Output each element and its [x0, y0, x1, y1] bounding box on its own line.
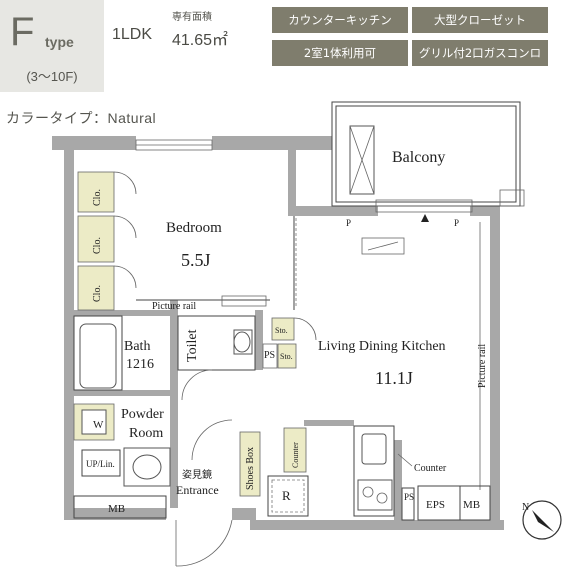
living-label: Living Dining Kitchen — [318, 339, 446, 354]
counter-label: Counter — [414, 463, 447, 474]
picture-rail-label: Picture rail — [152, 301, 196, 312]
layout-type: 1LDK — [112, 26, 153, 43]
toilet-label: Toilet — [185, 329, 200, 362]
closet-label-2: Clo. — [92, 237, 103, 254]
walls — [52, 136, 504, 530]
feature-badge-two-rooms: 2室1体利用可 — [272, 40, 408, 66]
ps-label-toilet: PS — [264, 350, 275, 361]
north-label: N — [522, 502, 529, 513]
closets — [77, 171, 137, 311]
uplin-label: UP/Lin. — [86, 459, 115, 469]
eps-label: EPS — [426, 499, 445, 511]
bedroom-size: 5.5J — [181, 250, 211, 270]
living-size: 11.1J — [375, 368, 413, 388]
washer-label: W — [93, 419, 104, 431]
area-label: 専有面積 — [172, 12, 212, 23]
counter-small-label: Counter — [291, 442, 300, 468]
kitchen — [353, 425, 415, 521]
feature-badge-large-closet: 大型クローゼット — [412, 7, 548, 33]
mb-label-right: MB — [463, 499, 480, 511]
feature-badge-counter-kitchen: カウンターキッチン — [272, 7, 408, 33]
bath — [73, 315, 123, 391]
floor-area: 41.65㎡ — [172, 32, 229, 49]
unit-type-word: type — [45, 34, 74, 50]
unit-type-box: F type (3〜10F) — [0, 0, 104, 92]
mirror-label: 姿見鏡 — [182, 468, 212, 481]
r-label: R — [282, 488, 291, 503]
closet-label-3: Clo. — [92, 285, 103, 302]
unit-type-letter: F — [10, 10, 35, 54]
storage-label-1: Sto. — [275, 326, 288, 335]
entrance-label: Entrance — [176, 483, 219, 497]
floor-range: (3〜10F) — [26, 69, 78, 84]
bath-size: 1216 — [126, 357, 154, 372]
powder-room — [73, 403, 171, 487]
closet-label-1: Clo. — [92, 189, 103, 206]
storage-label-2: Sto. — [280, 352, 293, 361]
shoes-box-label: Shoes Box — [245, 447, 256, 490]
feature-badge-gas-stove: グリル付2口ガスコンロ — [412, 40, 548, 66]
bedroom-label: Bedroom — [166, 220, 222, 236]
entrance — [175, 419, 309, 567]
p-label-right: P — [454, 218, 459, 228]
north-arrow-icon — [522, 500, 562, 540]
toilet — [177, 315, 317, 401]
powder-label: Powder — [121, 407, 164, 422]
powder-room-label: Room — [129, 426, 163, 441]
balcony-label: Balcony — [392, 149, 445, 166]
air-conditioner — [361, 237, 405, 255]
balcony — [331, 101, 525, 222]
ps-label-kitchen: PS — [404, 492, 414, 502]
mb-label-left: MB — [108, 503, 125, 515]
picture-rail-vertical-label: Picture rail — [477, 344, 488, 388]
color-type-label: カラータイプ：Natural — [6, 110, 157, 126]
mb-box-right — [459, 485, 491, 521]
mb-box-left — [73, 495, 167, 519]
bath-label: Bath — [124, 339, 150, 354]
p-label-left: P — [346, 218, 351, 228]
